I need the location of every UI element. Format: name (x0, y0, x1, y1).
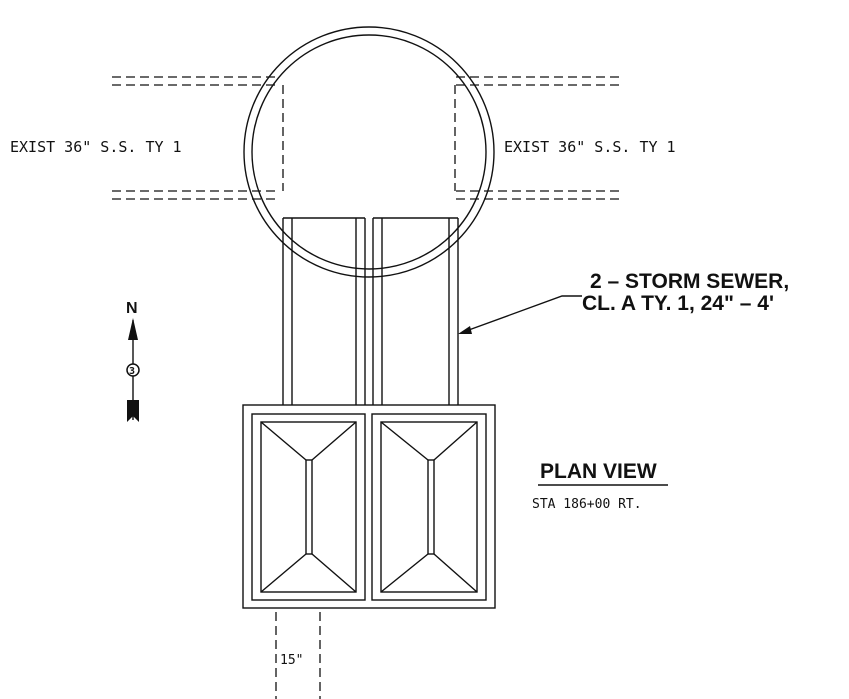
plan-view-title: PLAN VIEW (540, 460, 657, 483)
inlet-grate-left (251, 413, 366, 601)
storm-sewer-pipes (282, 217, 459, 405)
existing-pipe-left (112, 76, 284, 200)
outlet-pipe (275, 612, 321, 699)
outlet-size-label: 15" (280, 653, 303, 668)
north-label: N (126, 300, 138, 317)
existing-pipe-right (454, 76, 622, 200)
north-arrow (126, 318, 140, 422)
storm-sewer-label-line1: 2 – STORM SEWER, (590, 270, 789, 293)
exist-pipe-left-label: EXIST 36" S.S. TY 1 (10, 138, 182, 156)
exist-pipe-right-label: EXIST 36" S.S. TY 1 (504, 138, 676, 156)
inlet-grate-right (371, 413, 487, 601)
station-label: STA 186+00 RT. (532, 497, 642, 512)
storm-sewer-leader (458, 295, 582, 334)
storm-sewer-label-line2: CL. A TY. 1, 24" – 4' (582, 292, 774, 315)
north-badge: 3 (129, 366, 135, 377)
manhole-outer-circle (243, 26, 495, 278)
manhole-inner-circle (251, 34, 487, 270)
inlet-outer-box (242, 404, 496, 609)
